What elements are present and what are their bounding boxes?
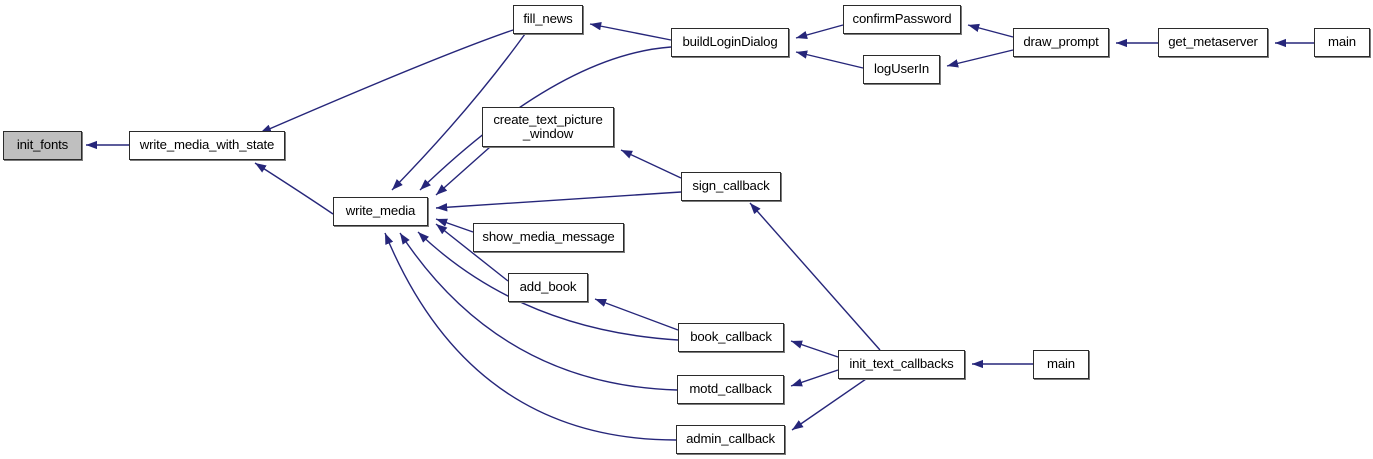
graph-node-get_metaserver[interactable]: get_metaserver <box>1158 28 1268 57</box>
graph-edge-create_text_picture_window-to-write_media <box>435 146 491 196</box>
graph-edge-show_media_message-to-write_media <box>435 218 474 233</box>
graph-edge-draw_prompt-to-confirmPassword <box>967 23 1014 38</box>
graph-edge-init_text_callbacks-to-motd_callback <box>790 369 839 387</box>
graph-node-main_bottom[interactable]: main <box>1033 350 1089 379</box>
graph-node-draw_prompt[interactable]: draw_prompt <box>1013 28 1109 57</box>
graph-node-admin_callback[interactable]: admin_callback <box>676 425 785 454</box>
graph-edge-admin_callback-to-write_media <box>384 232 677 441</box>
graph-edge-confirmPassword-to-buildLoginDialog <box>795 24 844 40</box>
graph-node-show_media_message[interactable]: show_media_message <box>473 223 624 252</box>
graph-node-fill_news[interactable]: fill_news <box>513 5 583 34</box>
graph-edge-buildLoginDialog-to-fill_news <box>589 22 672 41</box>
graph-node-sign_callback[interactable]: sign_callback <box>681 172 781 201</box>
graph-edge-write_media-to-write_media_with_state <box>254 162 334 215</box>
graph-node-buildLoginDialog[interactable]: buildLoginDialog <box>671 28 789 57</box>
graph-edge-init_text_callbacks-to-admin_callback <box>791 378 867 431</box>
graph-node-write_media_with_state[interactable]: write_media_with_state <box>129 131 285 160</box>
graph-node-create_text_picture_window[interactable]: create_text_picture _window <box>482 107 614 147</box>
graph-edge-sign_callback-to-write_media <box>435 191 682 212</box>
graph-node-main_top[interactable]: main <box>1314 28 1370 57</box>
graph-node-init_text_callbacks[interactable]: init_text_callbacks <box>838 350 965 379</box>
graph-edge-book_callback-to-add_book <box>594 298 679 331</box>
graph-edge-sign_callback-to-create_text_picture_window <box>620 149 682 179</box>
graph-node-write_media[interactable]: write_media <box>333 197 428 226</box>
graph-node-add_book[interactable]: add_book <box>508 273 588 302</box>
graph-node-confirmPassword[interactable]: confirmPassword <box>843 5 961 34</box>
graph-node-motd_callback[interactable]: motd_callback <box>677 375 784 404</box>
graph-edge-logUserIn-to-buildLoginDialog <box>795 50 864 69</box>
graph-node-logUserIn[interactable]: logUserIn <box>863 55 940 84</box>
graph-node-init_fonts[interactable]: init_fonts <box>3 131 82 160</box>
graph-edge-fill_news-to-write_media_with_state <box>259 29 514 134</box>
graph-edge-init_text_callbacks-to-book_callback <box>790 340 839 358</box>
graph-edge-motd_callback-to-write_media <box>399 232 678 391</box>
graph-node-book_callback[interactable]: book_callback <box>678 323 784 352</box>
graph-edge-draw_prompt-to-logUserIn <box>946 49 1014 68</box>
